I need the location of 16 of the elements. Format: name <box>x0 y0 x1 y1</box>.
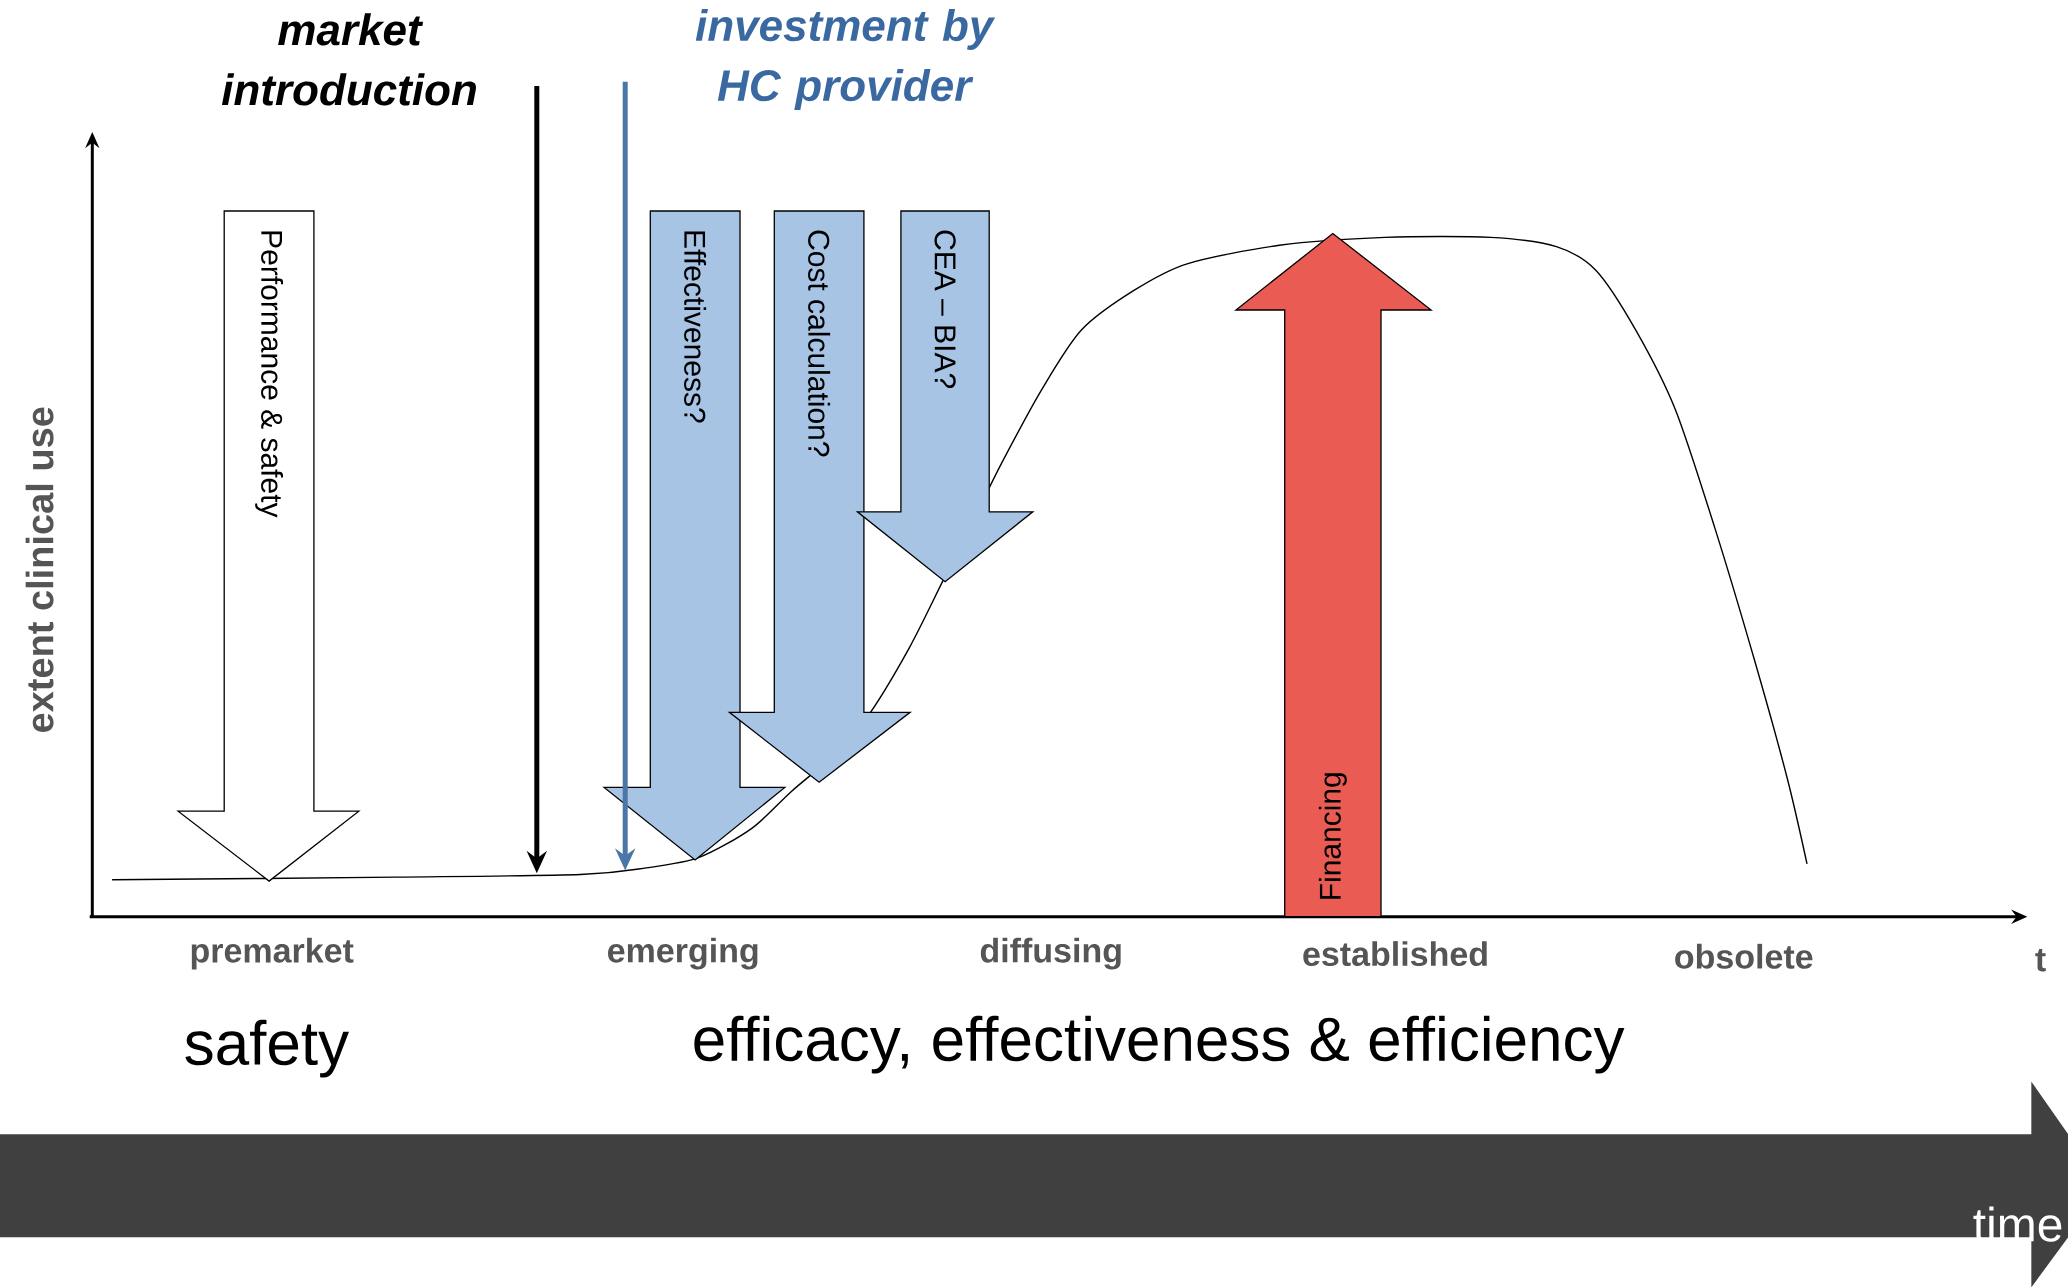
phase-label: safety <box>185 1019 349 1078</box>
phase-label: efficacy, effectiveness & efficiency <box>694 1015 1625 1074</box>
stage-label: premarket <box>191 937 354 970</box>
stage-label: obsolete <box>1675 943 1813 969</box>
stage-label: established <box>1303 941 1487 967</box>
pointer-box: CEA – BIA? <box>855 210 1035 583</box>
stage-label: diffusing <box>980 937 1121 970</box>
heading-text: investment by HC provider <box>695 8 996 110</box>
axis-label: extent clinical use <box>25 407 54 732</box>
pointer-box: Performance & safety <box>176 210 361 882</box>
pointer-box: Cost calculation? <box>727 210 913 784</box>
stage-label: emerging <box>608 937 758 970</box>
heading-text: market introduction <box>221 13 476 106</box>
axis-label: t <box>2035 949 2046 972</box>
pointer-box: Effectiveness? <box>602 210 787 861</box>
pointer-box: Financing <box>1234 232 1433 918</box>
